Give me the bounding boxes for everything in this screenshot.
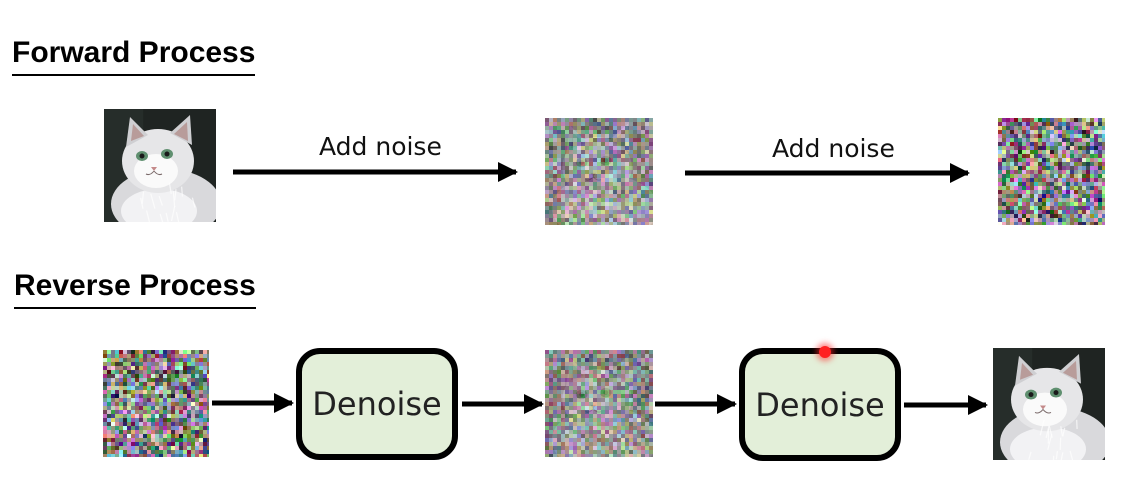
reverse-partial-noise-image bbox=[545, 350, 653, 457]
laser-pointer-dot bbox=[819, 346, 831, 358]
denoise-box-2-label: Denoise bbox=[755, 385, 885, 424]
forward-arrow-1-label: Add noise bbox=[319, 132, 442, 161]
reverse-cat-image bbox=[993, 348, 1105, 460]
forward-partial-noise-image bbox=[545, 118, 653, 225]
forward-arrow-2-label: Add noise bbox=[772, 134, 895, 163]
forward-cat-image bbox=[104, 109, 216, 222]
denoise-box-2: Denoise bbox=[739, 348, 901, 461]
denoise-box-1-label: Denoise bbox=[312, 385, 442, 423]
denoise-box-1: Denoise bbox=[296, 348, 458, 460]
forward-process-title: Forward Process bbox=[12, 38, 256, 76]
reverse-process-title: Reverse Process bbox=[14, 271, 256, 309]
reverse-full-noise-image bbox=[103, 350, 209, 457]
forward-full-noise-image bbox=[998, 118, 1105, 225]
